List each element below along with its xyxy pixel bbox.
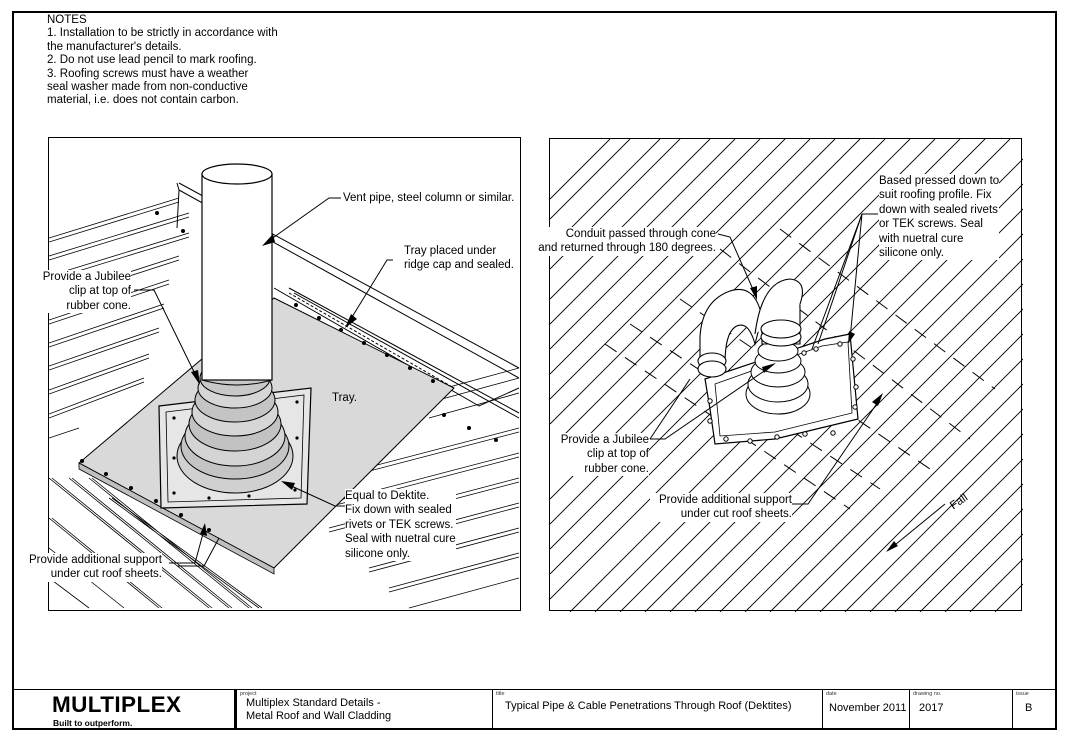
conduit-elbow: [697, 278, 803, 378]
drawing-no-caption: drawing no.: [913, 691, 942, 697]
title-cell: title Typical Pipe & Cable Penetrations …: [492, 690, 822, 729]
left-detail-panel: Vent pipe, steel column or similar. Tray…: [39, 137, 521, 611]
tray-ridge-label: Tray placed under ridge cap and sealed.: [404, 244, 514, 273]
project-name: Multiplex Standard Details - Metal Roof …: [246, 697, 392, 722]
drawing-date: November 2011: [829, 702, 907, 714]
drawing-sheet-border: [12, 11, 1057, 730]
leader-lines: [649, 213, 946, 552]
note-line: seal washer made from non-conductive: [47, 81, 248, 94]
project-cell: project Multiplex Standard Details - Met…: [234, 690, 489, 729]
right-support-label: Provide additional support under cut roo…: [650, 493, 792, 522]
tray-label: Tray.: [332, 392, 357, 404]
issue-cell: issue B: [1012, 690, 1055, 729]
drawing-title: Typical Pipe & Cable Penetrations Throug…: [505, 700, 792, 712]
vent-pipe-label: Vent pipe, steel column or similar.: [343, 192, 515, 204]
leader-lines: [134, 197, 393, 567]
vent-pipe: [201, 173, 273, 381]
note-line: 2. Do not use lead pencil to mark roofin…: [47, 54, 257, 67]
rubber-cone: [745, 340, 811, 415]
cable-penetration-drawing: [550, 139, 1023, 612]
note-line: material, i.e. does not contain carbon.: [47, 94, 239, 107]
dektite-label: Equal to Dektite. Fix down with sealed r…: [345, 489, 456, 562]
issue-letter: B: [1025, 702, 1033, 714]
multiplex-logo: MULTIPLEX Built to outperform.: [52, 692, 181, 728]
title-block: MULTIPLEX Built to outperform. project M…: [12, 689, 1057, 730]
drawing-number: 2017: [919, 702, 944, 714]
left-support-label: Provide additional support under cut roo…: [22, 553, 162, 582]
title-caption: title: [496, 691, 505, 697]
note-line: the manufacturer's details.: [47, 40, 182, 53]
brand-tagline: Built to outperform.: [53, 718, 133, 728]
conduit-label: Conduit passed through cone and returned…: [530, 227, 716, 256]
base-pressed-label: Based pressed down to suit roofing profi…: [879, 174, 1000, 261]
note-line: 3. Roofing screws must have a weather: [47, 67, 249, 80]
right-detail-panel: Based pressed down to suit roofing profi…: [530, 138, 1023, 612]
notes-block: NOTES 1. Installation to be strictly in …: [47, 14, 278, 108]
brand-name: MULTIPLEX: [52, 692, 182, 717]
notes-heading: NOTES: [47, 14, 87, 26]
date-caption: date: [826, 691, 837, 697]
drawing-no-cell: drawing no. 2017: [909, 690, 1012, 729]
issue-caption: issue: [1016, 691, 1029, 697]
jubilee-clip-label: Provide a Jubilee clip at top of rubber …: [39, 270, 131, 314]
note-line: 1. Installation to be strictly in accord…: [47, 27, 278, 40]
tray-rivets: [80, 211, 498, 532]
date-cell: date November 2011: [822, 690, 909, 729]
jubilee-clip-label: Provide a Jubilee clip at top of rubber …: [550, 433, 649, 477]
project-caption: project: [240, 691, 257, 697]
vent-pipe-penetration-drawing: [49, 163, 520, 609]
